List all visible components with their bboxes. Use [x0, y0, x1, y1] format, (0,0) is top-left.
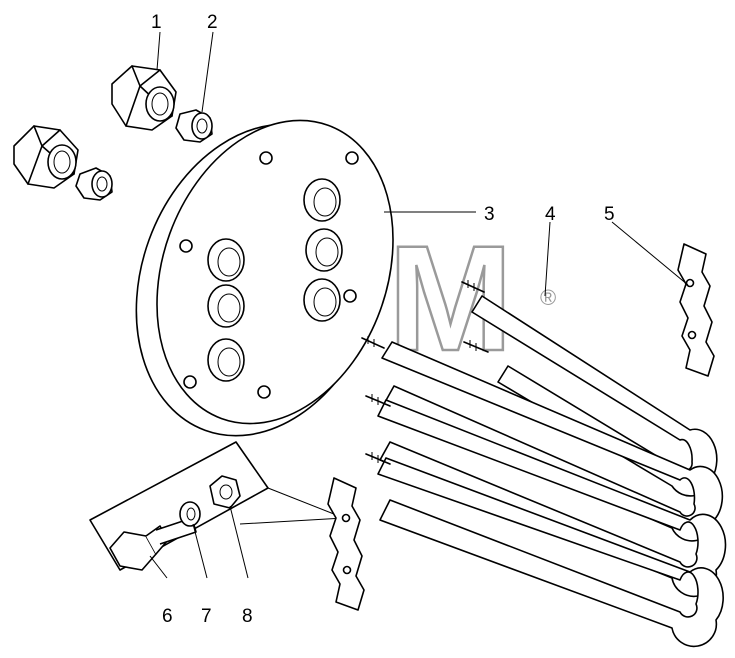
callout-5: 5: [604, 204, 615, 225]
callout-2: 2: [207, 12, 218, 33]
leader-lines: [149, 31, 689, 579]
callout-3: 3: [484, 204, 495, 225]
clamp-bracket-lower: [327, 477, 365, 611]
callout-6: 6: [162, 606, 173, 627]
flange-plate-part-3: [135, 119, 394, 437]
callout-8: 8: [242, 606, 253, 627]
fastener-group: [89, 441, 365, 611]
callout-labels: 1 2 3 4 5 6 7 8: [151, 12, 615, 627]
ferrule-part-2: [75, 109, 213, 201]
watermark-registered-mark: ®: [540, 285, 556, 310]
clamp-bracket-part-5: [677, 243, 715, 377]
washer-part-7: [179, 501, 201, 527]
union-nut-part-1: [13, 65, 177, 189]
callout-7: 7: [201, 606, 212, 627]
nut-part-8: [209, 475, 241, 509]
callout-4: 4: [545, 204, 556, 225]
callout-1: 1: [151, 12, 162, 33]
bolt-part-6: [109, 517, 197, 571]
heating-element-part-4: [361, 280, 727, 648]
